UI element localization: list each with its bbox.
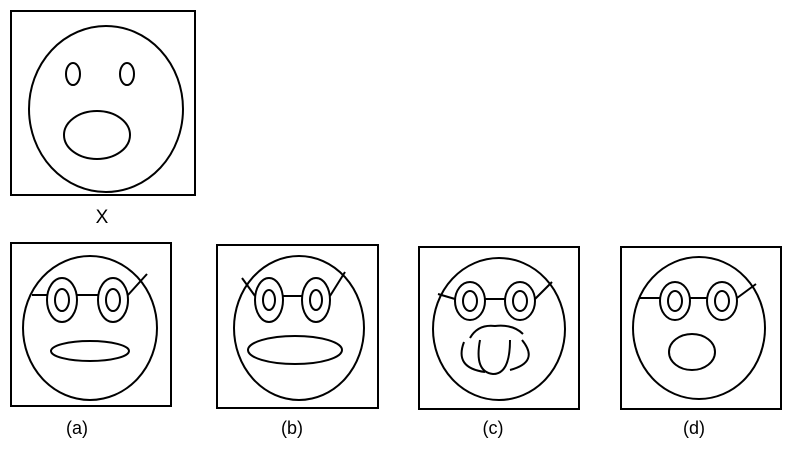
left-eye — [667, 290, 683, 312]
glasses-right-arm — [534, 281, 553, 300]
left-eye — [462, 290, 478, 312]
option-figure-b[interactable] — [216, 244, 379, 409]
option-label-c: (c) — [482, 418, 504, 438]
left-glasses-lens — [254, 277, 284, 323]
option-figure-a[interactable] — [10, 242, 172, 407]
upper-lip — [469, 324, 524, 339]
option-label-a: (a) — [66, 418, 88, 438]
glasses-right-arm — [127, 273, 148, 296]
face-drawing-c — [418, 246, 580, 410]
face-outline — [632, 256, 766, 400]
right-eye — [309, 289, 323, 311]
right-eye — [512, 290, 528, 312]
right-glasses-lens — [504, 281, 536, 321]
tongue-lines — [460, 339, 530, 376]
left-glasses-lens — [454, 281, 486, 321]
figure-frame — [10, 10, 196, 196]
right-glasses-lens — [706, 281, 738, 321]
option-label-b: (b) — [281, 418, 303, 438]
face-drawing-x — [10, 10, 196, 196]
right-glasses-lens — [97, 277, 129, 323]
glasses-left-arm — [241, 277, 256, 297]
figure-frame — [620, 246, 782, 410]
question-figure-x — [10, 10, 196, 196]
figure-frame — [216, 244, 379, 409]
mouth — [50, 340, 130, 362]
face-outline — [432, 257, 566, 401]
face-outline — [233, 255, 365, 401]
face-outline — [22, 255, 158, 401]
glasses-right-arm — [736, 283, 757, 299]
left-glasses-lens — [46, 277, 78, 323]
right-eye — [714, 290, 730, 312]
face-drawing-a — [10, 242, 172, 407]
glasses-left-arm — [437, 293, 456, 300]
face-outline — [28, 25, 184, 193]
figure-frame — [418, 246, 580, 410]
left-eye — [65, 62, 81, 86]
option-figure-c[interactable] — [418, 246, 580, 410]
mouth — [247, 335, 343, 365]
left-glasses-lens — [659, 281, 691, 321]
mouth — [460, 324, 530, 376]
option-figure-d[interactable] — [620, 246, 782, 410]
left-eye — [54, 288, 70, 312]
face-drawing-d — [620, 246, 782, 410]
figure-frame — [10, 242, 172, 407]
glasses-right-arm — [329, 271, 346, 297]
right-eye — [119, 62, 135, 86]
mouth — [63, 110, 131, 160]
left-eye — [262, 289, 276, 311]
mouth — [668, 333, 716, 371]
question-figure-label: X — [95, 207, 109, 228]
right-eye — [105, 288, 121, 312]
right-glasses-lens — [301, 277, 331, 323]
option-label-d: (d) — [683, 418, 705, 438]
face-drawing-b — [216, 244, 379, 409]
